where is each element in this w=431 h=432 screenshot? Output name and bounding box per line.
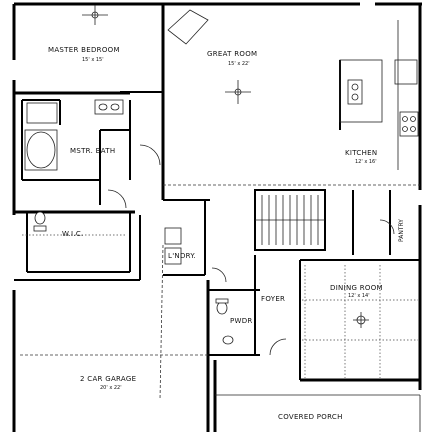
master-bedroom-dim: 15' x 15' <box>82 57 104 63</box>
dining-room-dim: 12' x 14' <box>348 293 370 299</box>
kitchen-label: KITCHEN <box>345 149 377 157</box>
toilet-icon <box>34 211 46 225</box>
master-bedroom-label: MASTER BEDROOM <box>48 46 120 54</box>
covered-porch-label: COVERED PORCH <box>278 413 343 421</box>
walls <box>12 2 422 432</box>
pwdr-label: PWDR <box>230 317 253 325</box>
bathtub-icon <box>26 131 56 169</box>
beam-lines <box>20 184 420 401</box>
great-room-dim: 15' x 22' <box>228 61 250 67</box>
ceiling-fan-icon <box>225 80 251 104</box>
garage-dim: 20' x 22' <box>100 385 122 391</box>
mstr-bath-label: MSTR. BATH <box>70 147 115 155</box>
ceiling-fan-icon <box>82 5 108 25</box>
shower-icon <box>26 102 58 124</box>
laundry-label: L'NDRY. <box>168 252 196 260</box>
garage-label: 2 CAR GARAGE <box>80 375 136 383</box>
dining-room-label: DINING ROOM <box>330 284 383 292</box>
staircase <box>255 195 325 245</box>
great-room-label: GREAT ROOM <box>207 50 257 58</box>
kitchen-dim: 12' x 16' <box>355 159 377 165</box>
pantry-label: PANTRY <box>398 219 405 242</box>
fixtures <box>24 5 419 356</box>
wic-label: W.I.C. <box>62 230 84 238</box>
foyer-label: FOYER <box>261 295 285 303</box>
chandelier-icon <box>353 312 369 328</box>
room-labels: MASTER BEDROOM 15' x 15' GREAT ROOM 15' … <box>48 46 405 421</box>
